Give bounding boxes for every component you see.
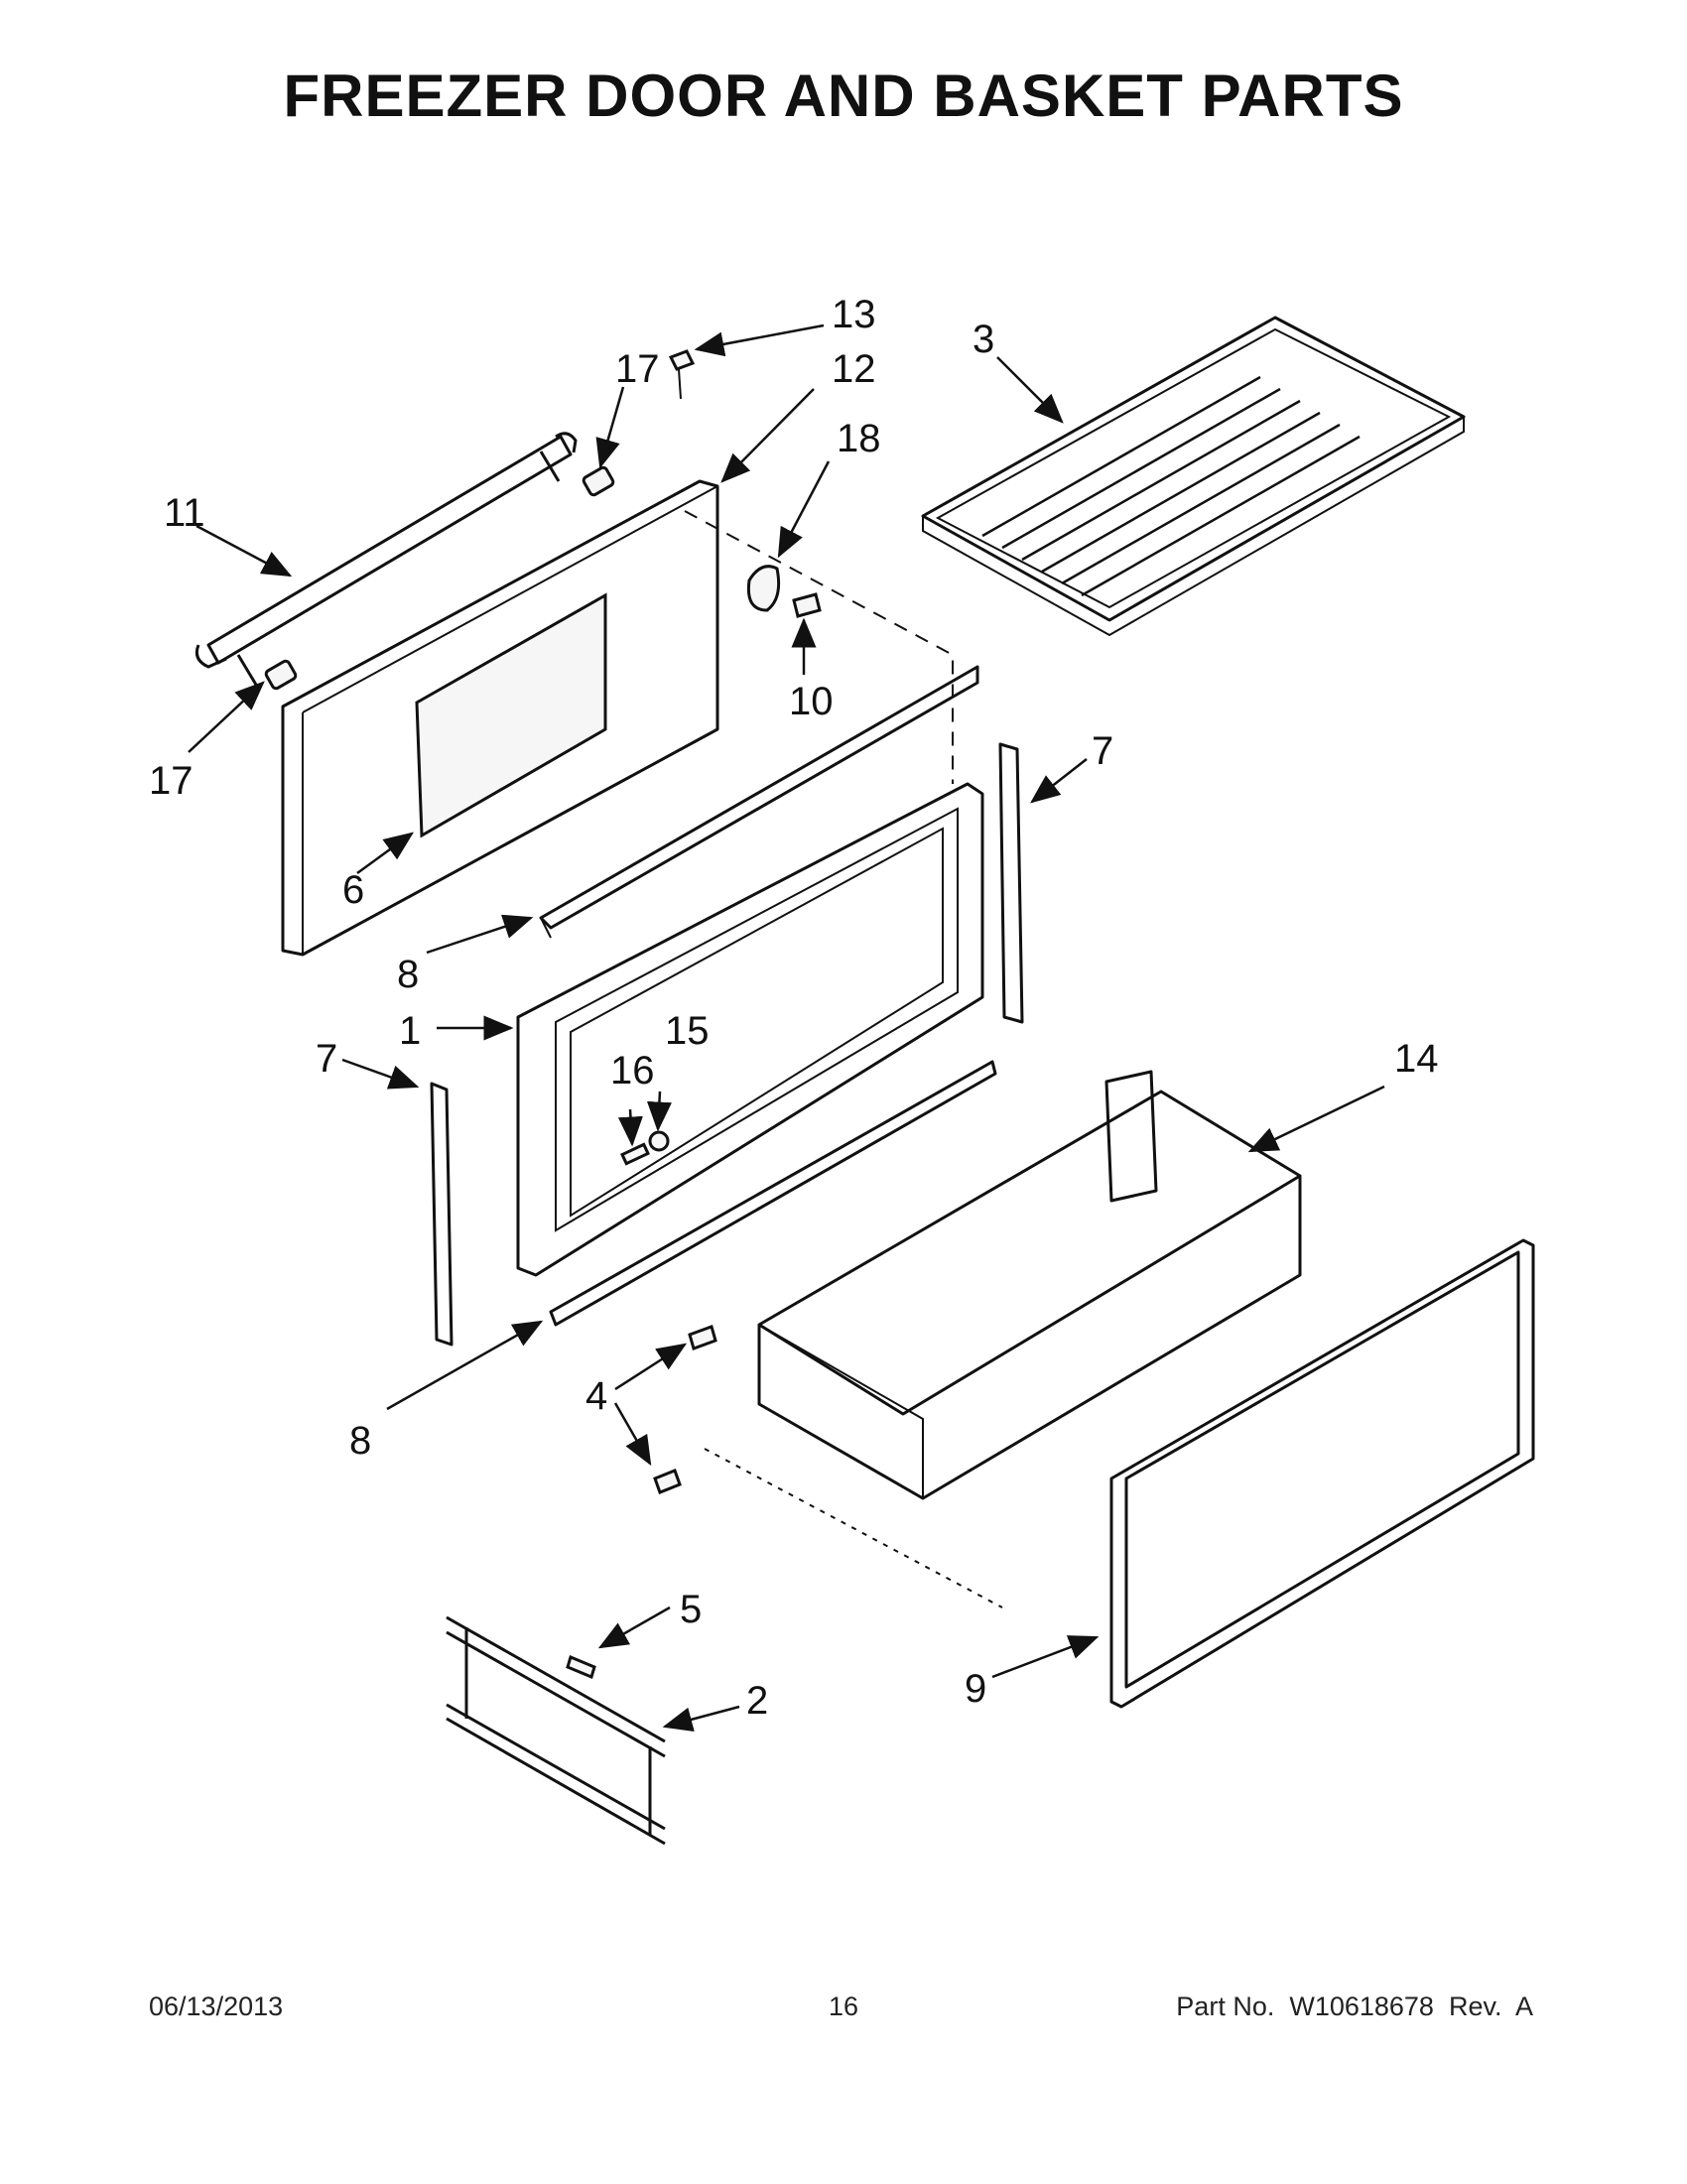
trim-part-7-left <box>430 1082 454 1347</box>
screw-part-4-lower <box>653 1469 682 1494</box>
callout-6: 6 <box>342 868 364 912</box>
callout-15: 15 <box>665 1009 710 1053</box>
callout-16: 16 <box>610 1049 655 1092</box>
callout-13: 13 <box>832 293 876 336</box>
shelf-part-3 <box>921 316 1466 637</box>
screw-part-10 <box>792 592 822 618</box>
callout-8-lower: 8 <box>349 1419 371 1463</box>
pin-part-16 <box>620 1142 650 1166</box>
callout-1: 1 <box>399 1009 421 1053</box>
callout-8-upper: 8 <box>397 953 419 996</box>
footer-part-number: Part No. W10618678 Rev. A <box>1176 1991 1533 2021</box>
gasket-part-9 <box>1109 1238 1535 1709</box>
callout-10: 10 <box>789 680 834 723</box>
callout-18: 18 <box>837 417 881 460</box>
screw-part-13 <box>668 349 696 400</box>
callout-3: 3 <box>973 318 994 361</box>
callout-2: 2 <box>746 1679 768 1723</box>
callout-12: 12 <box>832 347 876 391</box>
callout-9: 9 <box>965 1667 986 1711</box>
trim-part-7-right <box>998 742 1024 1024</box>
handle-part-11 <box>195 432 578 686</box>
rail-part-8-upper <box>539 665 979 939</box>
rail-part-8-lower <box>549 1060 997 1327</box>
basket-part-14 <box>757 1070 1302 1500</box>
divider-part-2 <box>446 1615 666 1846</box>
callout-14: 14 <box>1394 1037 1439 1081</box>
callout-7-right: 7 <box>1092 729 1113 773</box>
footer-page-number: 16 <box>828 1991 859 2021</box>
page-title: FREEZER DOOR AND BASKET PARTS <box>283 63 1404 129</box>
hinge-plate-part-18 <box>746 565 781 612</box>
callout-7-left: 7 <box>316 1037 337 1081</box>
callout-17-upper: 17 <box>615 347 660 391</box>
screw-part-5 <box>566 1654 596 1680</box>
callout-4: 4 <box>585 1374 607 1418</box>
callout-17-lower: 17 <box>149 759 194 803</box>
standoff-part-17-lower <box>264 659 298 691</box>
door-panel-part-12 <box>281 479 719 957</box>
insulation-part-6 <box>415 592 607 838</box>
screw-part-4-upper <box>688 1325 717 1350</box>
callout-5: 5 <box>680 1588 702 1631</box>
leader-lines <box>188 323 1385 1732</box>
callout-11: 11 <box>164 491 205 535</box>
standoff-part-17-upper <box>582 465 615 497</box>
nut-part-15 <box>648 1130 670 1152</box>
door-liner-part-1 <box>516 782 984 1277</box>
footer-date: 06/13/2013 <box>149 1991 284 2021</box>
